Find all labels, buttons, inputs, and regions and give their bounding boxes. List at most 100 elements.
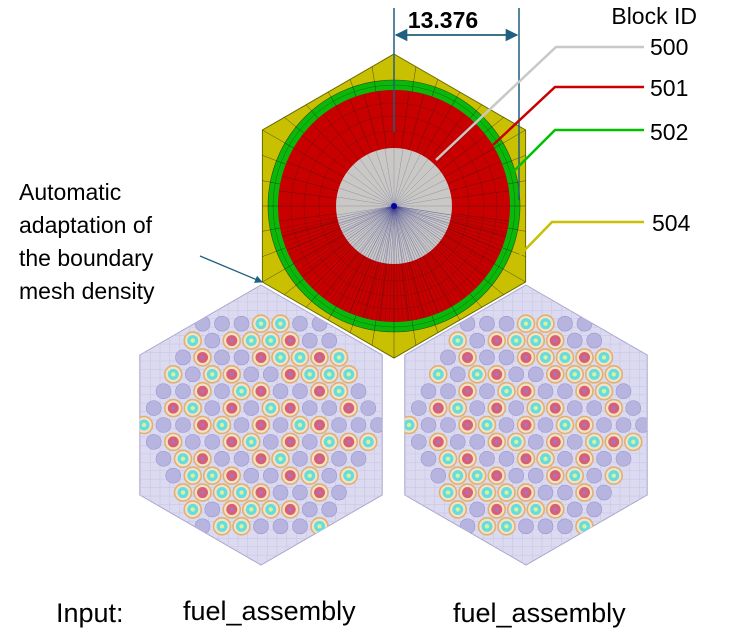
pin-center xyxy=(514,507,519,512)
pin-plain xyxy=(233,349,250,366)
pin-center xyxy=(200,456,205,461)
fuel-pin xyxy=(272,518,289,535)
gap-mesh-line xyxy=(393,196,452,207)
pin-plain xyxy=(557,450,573,467)
pin-plain xyxy=(155,417,172,433)
fuel-mesh-line xyxy=(434,123,477,166)
pin-center xyxy=(210,473,215,478)
gap-mesh-line-fine xyxy=(393,205,426,256)
fuel-pin xyxy=(301,400,318,416)
fuel-mesh-line-fine xyxy=(380,263,388,322)
fuel-pin xyxy=(241,331,261,350)
fuel-pin xyxy=(301,501,318,518)
fuel-pin xyxy=(251,449,271,469)
pin-center xyxy=(317,456,322,461)
fuel-mesh-line-fine xyxy=(434,246,477,289)
pin-center xyxy=(190,473,195,478)
pin-plain xyxy=(440,383,456,400)
fuel-pin xyxy=(555,348,575,367)
pin-center xyxy=(171,439,176,445)
fuel-pin xyxy=(526,398,546,418)
fuel-mesh-line-fine xyxy=(357,261,377,317)
fuel-pin xyxy=(339,398,359,418)
fuel-pin xyxy=(566,434,583,450)
fuel-pin xyxy=(165,467,182,484)
fuel-mesh-line-fine xyxy=(445,232,498,259)
gap-mesh-line-fine xyxy=(393,205,448,229)
fuel-pin xyxy=(292,450,308,467)
fuel-pin xyxy=(448,500,468,519)
gap-mesh-line-fine xyxy=(393,205,434,249)
legend-item-504: 504 xyxy=(652,210,691,236)
pin-center xyxy=(346,372,351,377)
fuel-pin xyxy=(321,332,338,349)
pin-center xyxy=(297,355,303,360)
pin-plain xyxy=(420,383,437,400)
fuel-mesh-line-fine xyxy=(444,234,496,263)
gap-mesh-line-fine xyxy=(393,205,450,224)
fuel-pin xyxy=(319,432,339,452)
fuel-pin xyxy=(339,365,359,384)
pin-center xyxy=(523,389,529,394)
fuel-mesh-line-fine xyxy=(449,223,505,243)
fuel-pin xyxy=(479,450,495,467)
boundary-mesh-line xyxy=(411,320,417,346)
pin-plain xyxy=(321,400,338,416)
fuel-pin xyxy=(292,484,308,501)
fuel-pin xyxy=(545,500,565,519)
gap-mesh-line-fine xyxy=(346,205,395,241)
pin-center xyxy=(572,473,577,478)
pin-plain xyxy=(214,315,230,332)
fuel-pin xyxy=(175,349,191,366)
fuel-pin xyxy=(280,500,300,519)
pin-plain xyxy=(331,484,347,501)
gap-mesh-line-fine xyxy=(340,205,395,229)
pin-center xyxy=(200,422,205,428)
fuel-mesh-line xyxy=(278,213,337,222)
gap-mesh-line-fine xyxy=(393,205,438,245)
boundary-mesh-line xyxy=(411,66,417,92)
pin-plain xyxy=(615,450,632,467)
pin-center xyxy=(190,338,195,343)
pin-center xyxy=(346,439,351,445)
fuel-mesh-line-fine xyxy=(325,252,361,300)
fuel-pin xyxy=(498,417,515,433)
fuel-pin xyxy=(251,348,271,367)
boundary-mesh-line xyxy=(451,306,461,321)
pin-center xyxy=(229,338,234,343)
fuel-mesh-line-fine xyxy=(305,243,351,282)
gap-mesh-line-fine xyxy=(382,205,395,264)
pin-center xyxy=(288,439,293,445)
center-point xyxy=(391,203,397,209)
pin-plain xyxy=(292,383,308,400)
fuel-pin xyxy=(204,332,221,349)
annotation-line-4: mesh density xyxy=(19,278,155,304)
fuel-pin xyxy=(625,400,642,416)
pin-plain xyxy=(508,400,525,416)
gap-mesh-line-fine xyxy=(343,205,395,236)
fuel-pin xyxy=(516,348,536,367)
gap-mesh-line-fine xyxy=(393,205,400,264)
pin-center xyxy=(346,405,351,411)
fuel-mesh-line-fine xyxy=(308,245,352,285)
pin-center xyxy=(436,439,441,445)
gap-mesh-line xyxy=(346,171,395,207)
pin-center xyxy=(288,473,293,478)
pin-plain xyxy=(272,383,289,400)
gap-mesh-line xyxy=(393,158,429,207)
fuel-pin xyxy=(428,365,448,384)
fuel-pin xyxy=(184,434,201,450)
pin-plain xyxy=(537,417,554,433)
fuel-pin xyxy=(212,415,232,435)
pin-plain xyxy=(204,501,221,518)
pin-plain xyxy=(557,518,573,535)
fuel-pin xyxy=(329,381,349,401)
pin-center xyxy=(611,405,616,411)
pin-center xyxy=(327,372,332,377)
pin-center xyxy=(533,338,538,343)
fuel-mesh-line-fine xyxy=(422,256,451,308)
fuel-pin xyxy=(251,415,271,435)
fuel-pin xyxy=(575,449,594,469)
pin-center xyxy=(229,507,234,512)
fuel-pin xyxy=(508,467,525,484)
